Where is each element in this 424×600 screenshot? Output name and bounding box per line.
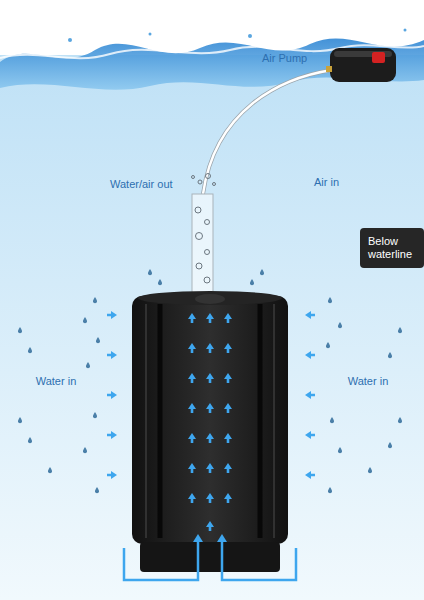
- flow-label: Water in: [34, 375, 78, 388]
- part-label: Air Pump: [262, 52, 332, 65]
- flow-label: Water in: [346, 375, 390, 388]
- note-text: Below waterline: [368, 235, 418, 261]
- note-box: Below waterline: [360, 228, 424, 268]
- flow-label: Air in: [314, 176, 364, 189]
- flow-label: Water/air out: [110, 178, 188, 191]
